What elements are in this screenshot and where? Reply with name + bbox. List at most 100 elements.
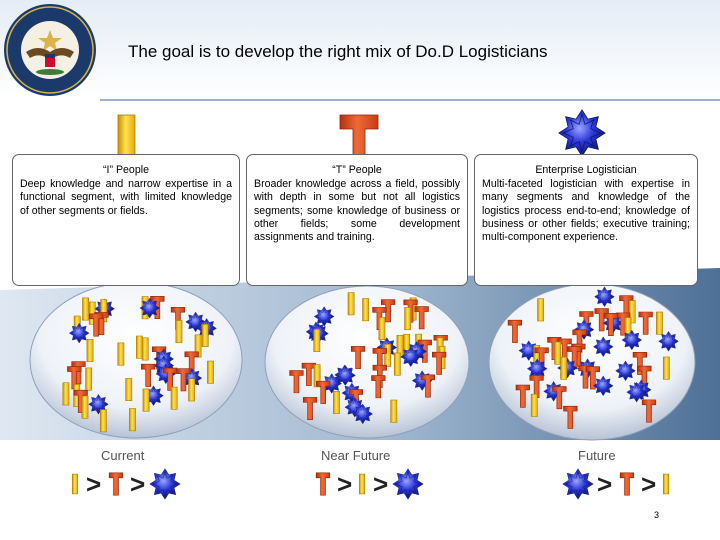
i-bar-icon — [117, 342, 125, 366]
i-bar-icon — [135, 335, 143, 359]
t-shape-icon — [594, 308, 609, 332]
i-bar-icon — [333, 391, 340, 414]
greater-than-symbol: > — [641, 469, 656, 499]
t-shape-icon — [420, 374, 436, 398]
i-bar-icon — [656, 311, 663, 335]
starburst-icon — [615, 360, 636, 382]
t-people-card: “T” People Broader knowledge across a fi… — [246, 154, 468, 286]
i-people-heading: “I” People — [103, 164, 149, 176]
i-bar-icon — [358, 473, 366, 495]
t-shape-icon — [585, 366, 600, 390]
i-bar-icon — [404, 307, 412, 331]
i-bar-icon — [141, 337, 149, 361]
i-bar-icon — [175, 320, 183, 344]
i-bar-icon — [81, 395, 89, 419]
starburst-icon — [621, 329, 643, 351]
t-shape-icon — [563, 405, 578, 429]
stage-sequences: >>>>>> — [71, 468, 670, 500]
t-shape-icon — [289, 370, 304, 394]
i-bar-icon — [142, 388, 150, 412]
t-shape-icon — [507, 319, 523, 343]
i-bar-icon — [384, 343, 392, 367]
starburst-icon — [626, 381, 647, 403]
t-shape-icon — [414, 306, 429, 330]
header-divider — [100, 99, 720, 101]
t-shape-icon — [176, 368, 191, 392]
page-number: 3 — [654, 510, 660, 520]
stage-label-near-future: Near Future — [321, 448, 391, 463]
i-bar-icon — [62, 382, 70, 406]
i-bar-icon — [170, 386, 178, 410]
t-shape-icon — [432, 351, 447, 375]
starburst-icon — [658, 331, 679, 352]
t-shape-icon — [371, 375, 386, 399]
i-bar-icon — [628, 300, 636, 324]
starburst-icon — [592, 375, 614, 397]
starburst-icon — [562, 468, 594, 500]
i-bar-icon — [194, 334, 202, 358]
i-bar-icon — [129, 408, 136, 432]
i-bar-icon — [347, 292, 355, 316]
enterprise-logistician-heading: Enterprise Logistician — [535, 164, 637, 176]
t-shape-icon — [603, 313, 619, 336]
i-bar-icon — [207, 360, 214, 384]
starburst-icon — [593, 336, 614, 357]
t-shape-icon — [529, 375, 544, 399]
i-bar-icon — [662, 356, 670, 380]
t-shape-icon — [316, 380, 331, 404]
i-bar-icon — [560, 356, 568, 380]
t-people-description: Broader knowledge across a field, possib… — [254, 178, 460, 244]
i-bar-icon — [125, 378, 133, 402]
t-shape-icon — [638, 311, 653, 335]
t-shape-icon — [572, 329, 587, 353]
i-bar-icon — [99, 409, 107, 433]
starburst-icon — [392, 468, 424, 500]
starburst-icon — [68, 322, 90, 344]
near-future-mix-items — [289, 292, 448, 425]
i-bar-icon — [378, 317, 386, 341]
t-people-heading: “T” People — [332, 164, 382, 176]
starburst-icon — [313, 306, 335, 327]
i-bar-icon — [313, 364, 321, 388]
stage-label-current: Current — [101, 448, 145, 463]
t-shape-icon — [641, 399, 657, 423]
t-shape-icon — [552, 386, 567, 410]
i-bar-icon — [362, 298, 370, 322]
starburst-icon — [139, 297, 160, 319]
i-bar-icon — [554, 341, 562, 365]
header-band — [0, 0, 720, 100]
starburst-icon — [149, 468, 181, 500]
t-shape-icon — [515, 384, 530, 408]
i-bar-icon — [313, 329, 321, 352]
t-shape-icon — [315, 472, 331, 496]
enterprise-logistician-card: Enterprise Logistician Multi-faceted log… — [474, 154, 698, 286]
page-title: The goal is to develop the right mix of … — [128, 42, 548, 61]
i-bar-icon — [537, 298, 545, 322]
i-bar-icon — [71, 473, 79, 495]
t-shape-icon — [302, 397, 318, 421]
t-shape-icon — [141, 363, 156, 387]
i-bar-icon — [390, 399, 398, 423]
starburst-icon — [400, 346, 421, 367]
i-bar-icon — [188, 378, 196, 402]
t-shape-icon — [381, 299, 396, 323]
i-people-description: Deep knowledge and narrow expertise in a… — [20, 178, 232, 217]
future-mix-items — [507, 286, 679, 429]
current-mix-items — [62, 296, 217, 433]
dod-seal-logo — [4, 4, 96, 96]
current-mix-ellipse — [29, 281, 243, 439]
i-bar-icon — [530, 393, 538, 417]
greater-than-symbol: > — [86, 469, 101, 499]
greater-than-symbol: > — [597, 469, 612, 499]
t-shape-icon — [567, 346, 582, 370]
starburst-icon — [352, 403, 373, 425]
i-people-card: “I” People Deep knowledge and narrow exp… — [12, 154, 240, 286]
i-bar-icon — [662, 473, 670, 495]
i-bar-icon — [393, 352, 401, 376]
i-bar-icon — [85, 367, 93, 391]
i-bar-icon — [86, 339, 94, 362]
greater-than-symbol: > — [373, 469, 388, 499]
stage-label-future: Future — [578, 448, 616, 463]
enterprise-logistician-description: Multi-faceted logistician with expertise… — [482, 178, 690, 244]
starburst-icon — [594, 286, 615, 307]
